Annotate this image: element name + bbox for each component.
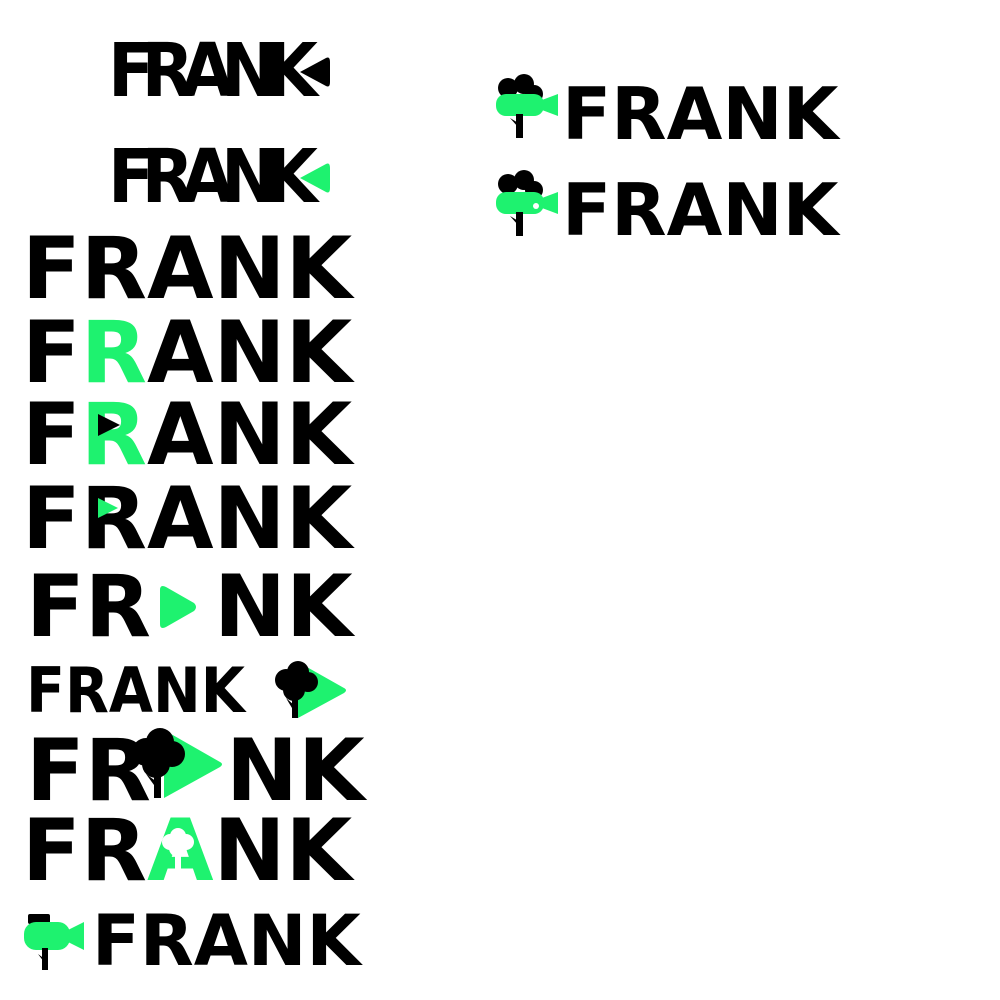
play-triangle-icon xyxy=(98,414,120,436)
play-triangle-icon xyxy=(160,586,196,628)
play-triangle-icon xyxy=(300,163,330,193)
wordmark: FRANK xyxy=(26,654,245,727)
wordmark: FRANK xyxy=(562,168,839,252)
wordmark-start: FR xyxy=(22,801,147,901)
wordmark: FRANK xyxy=(22,469,353,569)
wordmark: FRANK xyxy=(562,72,839,156)
tree-camera-icon xyxy=(24,914,84,970)
tree-play-icon xyxy=(132,728,222,798)
wordmark-end: NK xyxy=(213,801,353,901)
letters-ank: ANK xyxy=(146,303,353,403)
letter-f: F xyxy=(22,303,81,403)
wordmark: FRANK xyxy=(108,134,318,220)
tree-icon xyxy=(162,828,194,882)
wordmark-start: FR xyxy=(26,721,151,821)
play-triangle-icon xyxy=(98,498,118,518)
logo-variant-3: FRANK xyxy=(22,219,353,319)
tree-camera-icon xyxy=(496,74,558,138)
tree-play-icon xyxy=(275,661,346,718)
wordmark-end: NK xyxy=(214,557,353,657)
play-triangle-icon xyxy=(300,57,330,87)
wordmark-end: NK xyxy=(226,721,365,821)
logo-variant-4: FRANK xyxy=(22,310,352,396)
tree-camera-icon xyxy=(496,170,558,236)
wordmark: FRANK xyxy=(108,28,318,114)
letter-r-green: R xyxy=(80,303,147,403)
wordmark: FRANK xyxy=(92,900,361,982)
wordmark-start: FR xyxy=(26,557,151,657)
